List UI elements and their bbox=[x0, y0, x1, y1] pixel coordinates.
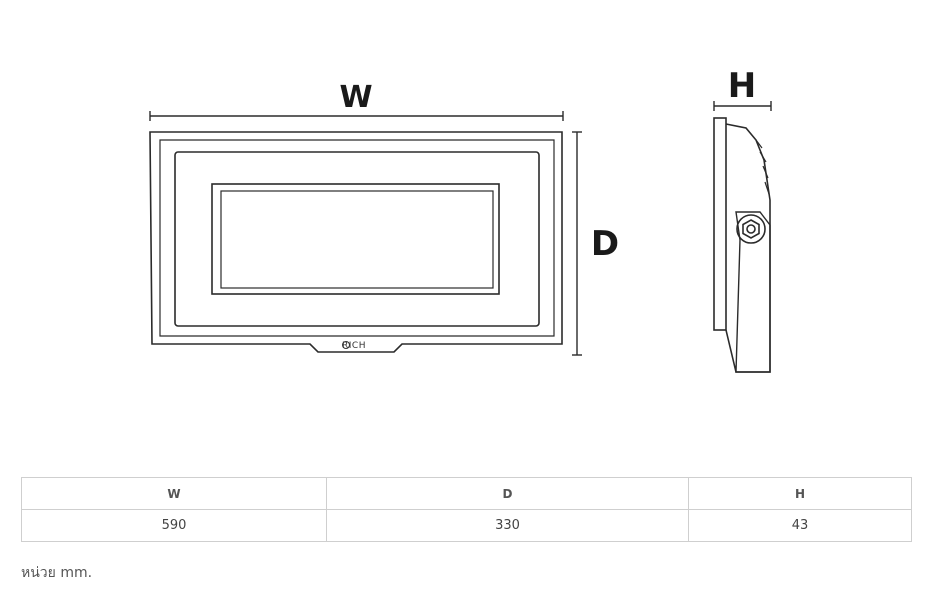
bracket-arm bbox=[735, 211, 771, 373]
depth-dimension bbox=[572, 131, 582, 356]
table-header-row: W D H bbox=[21, 477, 912, 510]
value-w: 590 bbox=[21, 509, 327, 542]
width-dimension bbox=[149, 111, 564, 121]
pivot-center bbox=[746, 224, 756, 234]
header-h: H bbox=[688, 477, 912, 510]
housing-inner-ring bbox=[159, 139, 555, 337]
heat-fins bbox=[755, 139, 770, 195]
height-dimension bbox=[713, 101, 772, 111]
side-view bbox=[713, 117, 771, 373]
lens-outer bbox=[211, 183, 500, 295]
header-d: D bbox=[326, 477, 689, 510]
floodlight-dimension-diagram: RICH W D H bbox=[149, 66, 772, 373]
header-w: W bbox=[21, 477, 327, 510]
bezel bbox=[174, 151, 540, 327]
front-view bbox=[149, 131, 563, 353]
width-label: W bbox=[339, 80, 372, 115]
pivot-nut bbox=[742, 219, 760, 239]
depth-label: D bbox=[591, 224, 619, 264]
dimension-table: W D H 590 330 43 bbox=[21, 477, 912, 542]
unit-note: หน่วย mm. bbox=[21, 565, 93, 581]
value-d: 330 bbox=[326, 509, 689, 542]
logo-text: RICH bbox=[342, 341, 366, 351]
table-row: 590 330 43 bbox=[21, 509, 912, 542]
height-label: H bbox=[728, 66, 756, 106]
value-h: 43 bbox=[688, 509, 912, 542]
pivot-bolt bbox=[736, 214, 766, 244]
body-profile bbox=[725, 123, 771, 373]
lens-inner bbox=[220, 190, 494, 289]
housing-outline bbox=[149, 131, 563, 353]
rich-logo: RICH bbox=[342, 341, 366, 351]
front-plate bbox=[713, 117, 727, 331]
